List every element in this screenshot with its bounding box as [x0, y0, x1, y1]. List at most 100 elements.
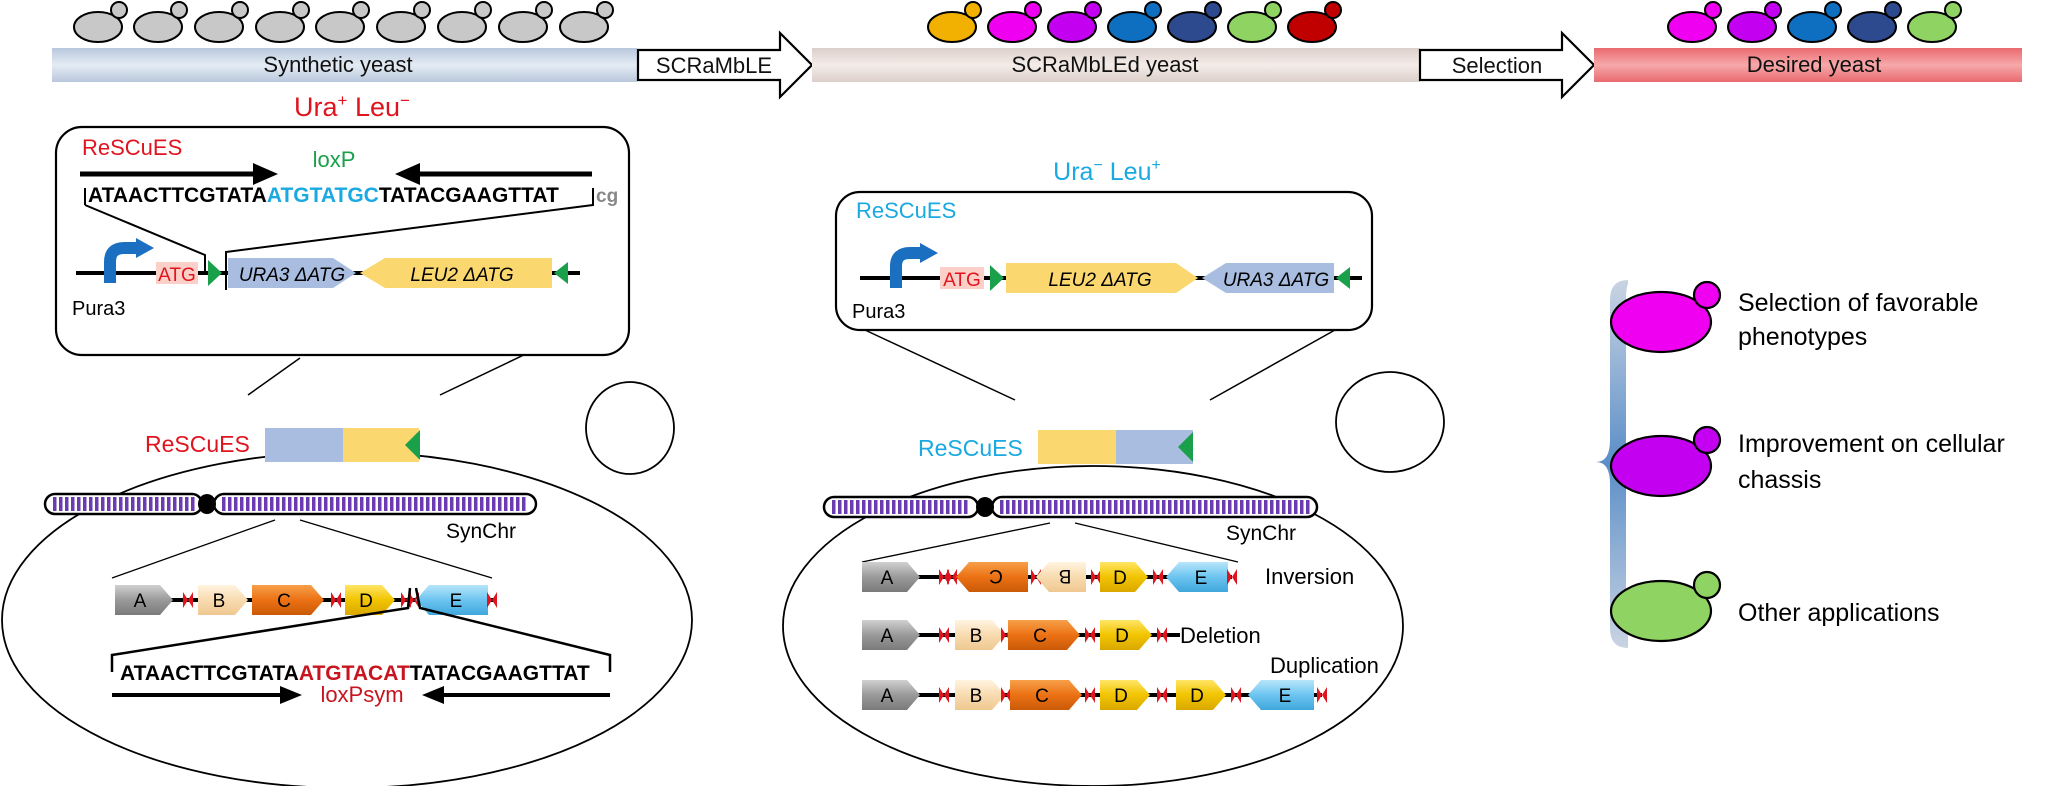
pipeline: Synthetic yeast SCRaMbLE SCRaMbLEd yeast…: [52, 1, 2022, 100]
chromosome-stripe: [946, 500, 950, 514]
chromosome-stripe: [101, 497, 105, 511]
svg-text:B: B: [970, 686, 983, 707]
yeast-cell: [1787, 1, 1842, 43]
chromosome-stripe: [940, 500, 944, 514]
chromosome-stripe: [1288, 500, 1292, 514]
chromosome-stripe: [246, 497, 250, 511]
legend-item3-label: Other applications: [1738, 599, 1940, 627]
desired-yeast-bar: [1594, 48, 2022, 82]
synthetic-yeast-label: Synthetic yeast: [263, 52, 412, 77]
chromosome-stripe: [1216, 500, 1220, 514]
gene-e: E: [1248, 680, 1314, 710]
svg-text:D: D: [1113, 568, 1127, 589]
chromosome-stripe: [378, 497, 382, 511]
right-chromosome-stripes: [832, 500, 1310, 514]
loxpsym-site: [1153, 569, 1163, 585]
chromosome-stripe: [53, 497, 57, 511]
chromosome-stripe: [354, 497, 358, 511]
left-chromosome-arm: [43, 492, 204, 516]
right-box-rescues-label: ReSCuES: [856, 198, 956, 223]
gene-c: C: [1010, 680, 1082, 710]
chromosome-stripe: [131, 497, 135, 511]
chromosome-stripe: [408, 497, 412, 511]
legend-item2-line1: Improvement on cellular: [1738, 430, 2005, 458]
chromosome-stripe: [342, 497, 346, 511]
left-box-rescues-label: ReSCuES: [82, 135, 182, 160]
svg-text:E: E: [1279, 686, 1292, 707]
svg-text:B: B: [970, 626, 983, 647]
chromosome-stripe: [522, 497, 526, 511]
chromosome-stripe: [1276, 500, 1280, 514]
chromosome-stripe: [1072, 500, 1076, 514]
chromosome-stripe: [1234, 500, 1238, 514]
gene-d: D: [1176, 680, 1226, 710]
chromosome-stripe: [149, 497, 153, 511]
yeast-cell: [133, 1, 188, 43]
loxpsym-site: [939, 687, 949, 703]
chromosome-stripe: [1258, 500, 1262, 514]
chromosome-stripe: [420, 497, 424, 511]
right-promoter-arrow: [890, 247, 922, 288]
chromosome-stripe: [462, 497, 466, 511]
left-ura3-label: URA3 ΔATG: [239, 265, 345, 286]
chromosome-stripe: [1240, 500, 1244, 514]
chromosome-stripe: [468, 497, 472, 511]
chromosome-stripe: [179, 497, 183, 511]
chromosome-stripe: [330, 497, 334, 511]
gene-a: A: [115, 585, 173, 615]
loxpsym-site: [1091, 569, 1101, 585]
right-construct-box: [834, 190, 1374, 332]
loxpsym-site: [1085, 687, 1095, 703]
chromosome-stripe: [414, 497, 418, 511]
chromosome-stripe: [1090, 500, 1094, 514]
chromosome-stripe: [444, 497, 448, 511]
gene-d: D: [1100, 620, 1152, 650]
chromosome-stripe: [113, 497, 117, 511]
chromosome-stripe: [486, 497, 490, 511]
deletion-label: Deletion: [1180, 623, 1261, 648]
left-construct-box: [54, 125, 631, 357]
chromosome-stripe: [1168, 500, 1172, 514]
left-promoter-label: Pura3: [72, 298, 125, 320]
chromosome-stripe: [886, 500, 890, 514]
left-phenotype-label: Ura+ Leu−: [294, 91, 410, 122]
svg-text:C: C: [277, 591, 291, 612]
svg-text:D: D: [1114, 686, 1128, 707]
yeast-cell: [1107, 1, 1162, 43]
chromosome-stripe: [952, 500, 956, 514]
chromosome-stripe: [1066, 500, 1070, 514]
chromosome-stripe: [366, 497, 370, 511]
left-ura3-gene: [228, 258, 356, 288]
chromosome-stripe: [910, 500, 914, 514]
gene-c: C: [956, 562, 1028, 592]
chromosome-stripe: [832, 500, 836, 514]
chromosome-stripe: [161, 497, 165, 511]
chromosome-stripe: [65, 497, 69, 511]
chromosome-stripe: [173, 497, 177, 511]
yeast-cell: [194, 1, 249, 43]
chromosome-stripe: [880, 500, 884, 514]
scramble-arrow: [636, 30, 814, 100]
chromosome-stripe: [77, 497, 81, 511]
yeast-cell: [987, 1, 1042, 43]
chromosome-stripe: [155, 497, 159, 511]
chromosome-stripe: [1156, 500, 1160, 514]
chromosome-stripe: [143, 497, 147, 511]
chromosome-stripe: [282, 497, 286, 511]
yeast-cell: [376, 1, 431, 43]
legend: Selection of favorable phenotypes Improv…: [1596, 280, 2005, 648]
gene-d: D: [1100, 562, 1148, 592]
chromosome-stripe: [1000, 500, 1004, 514]
yeast-cell: [1047, 1, 1102, 43]
chromosome-stripe: [934, 500, 938, 514]
gene-b: B: [1036, 562, 1086, 592]
yeast-cell: [1727, 1, 1782, 43]
chromosome-stripe: [904, 500, 908, 514]
chromosome-stripe: [137, 497, 141, 511]
svg-text:B: B: [213, 591, 226, 612]
chromosome-stripe: [1084, 500, 1088, 514]
chromosome-stripe: [1078, 500, 1082, 514]
chromosome-stripe: [390, 497, 394, 511]
right-cell-rescues-label: ReSCuES: [918, 435, 1023, 461]
chromosome-stripe: [348, 497, 352, 511]
